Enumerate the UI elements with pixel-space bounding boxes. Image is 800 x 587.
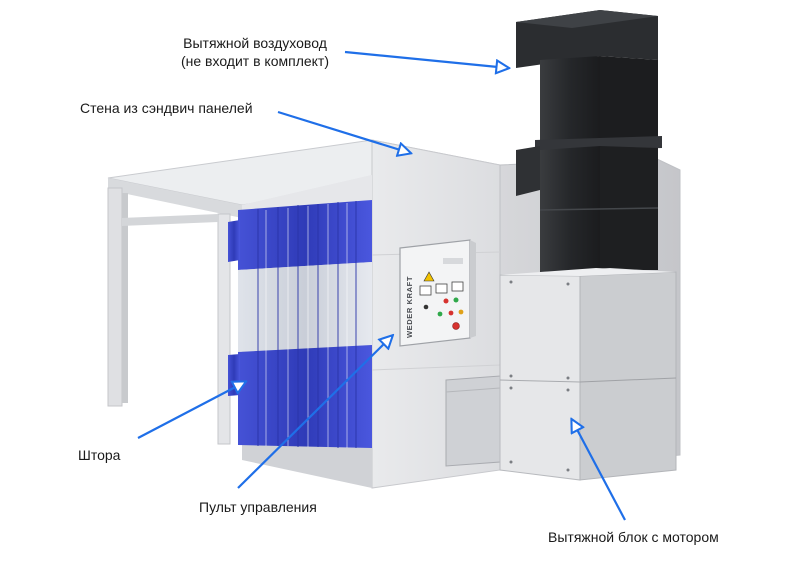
panel-emergency-stop [452,322,460,330]
callout-duct-line1: Вытяжной воздуховод [183,35,327,51]
panel-gauge-2 [435,283,448,294]
callout-duct: Вытяжной воздуховод (не входит в комплек… [170,34,340,70]
panel-lamp-red [443,298,449,304]
panel-brand-text: WEDER KRAFT [405,276,414,338]
arrow-exhaust-unit [572,420,626,521]
panel-lamp-red-2 [448,310,454,316]
callout-wall: Стена из сэндвич панелей [80,100,253,116]
control-panel: WEDER KRAFT [399,239,476,347]
panel-lamp-yellow [458,309,464,315]
frame-post-inner [217,213,231,445]
warning-icon [423,271,435,282]
curtain [228,200,372,448]
panel-lamp-green [453,297,459,303]
callout-control-panel: Пульт управления [199,499,317,515]
panel-lamp-green-2 [437,311,443,317]
callout-curtain: Штора [78,447,121,463]
callout-duct-line2: (не входит в комплект) [180,53,330,69]
arrow-curtain [137,382,245,439]
frame-post-left [107,187,123,407]
panel-gauge-3 [451,281,464,292]
arrow-duct [344,50,508,68]
exhaust-unit [499,268,677,481]
panel-gauge-1 [419,285,432,296]
arrow-control-panel [237,336,392,489]
exhaust-duct [516,10,662,272]
arrow-wall [277,110,410,153]
panel-switch [423,304,429,310]
callout-exhaust-unit: Вытяжной блок с мотором [548,529,719,545]
callout-arrows [137,50,626,521]
